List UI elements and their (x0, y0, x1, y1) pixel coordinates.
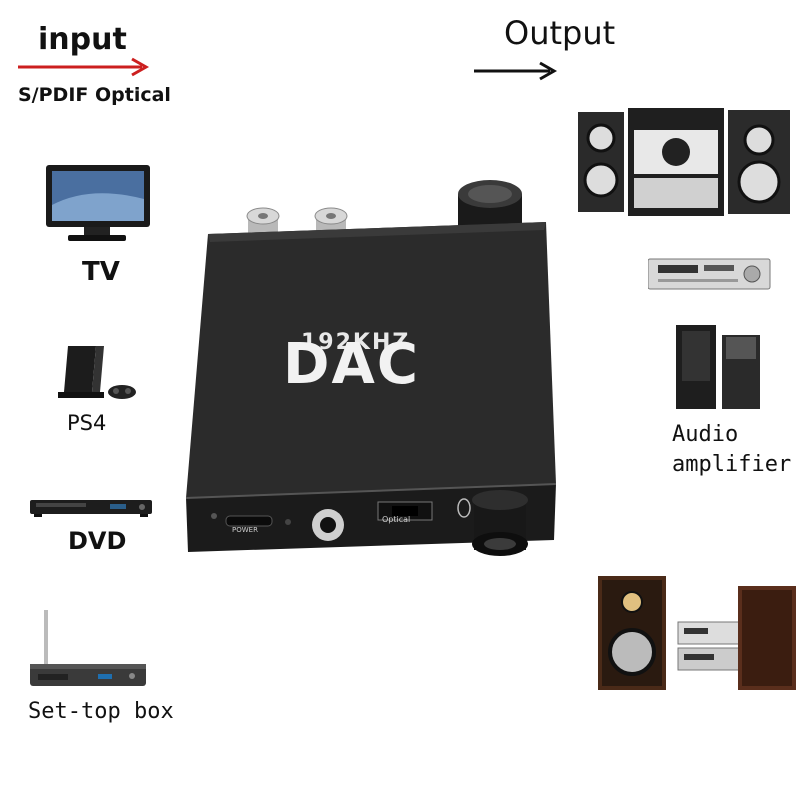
set-top-box-icon (30, 610, 146, 686)
dvd-player-icon (30, 500, 152, 517)
speaker-system-icon (578, 108, 790, 216)
amplifier-speakers-icon (676, 325, 760, 409)
dac-frequency-label: 192KHZ (301, 330, 411, 355)
input-subtitle: S/PDIF Optical (18, 84, 171, 106)
source-label-ps4: PS4 (67, 411, 107, 435)
source-label-set-top-box: Set-top box (28, 699, 174, 724)
dac-name-label: DAC (283, 332, 420, 397)
source-label-dvd: DVD (68, 527, 127, 555)
input-title: input (38, 22, 127, 57)
dac-power-label: POWER (232, 526, 258, 534)
output-arrow-icon (474, 61, 558, 81)
input-arrow-icon (18, 57, 150, 77)
av-receiver-icon (648, 258, 771, 290)
game-console-icon (58, 346, 136, 399)
dac-device (185, 180, 557, 556)
source-label-tv: TV (82, 257, 120, 287)
dac-optical-label: Optical (382, 515, 411, 524)
hifi-stereo-icon (598, 576, 796, 690)
output-title: Output (504, 14, 616, 52)
tv-icon (46, 165, 150, 241)
output-label-amplifier: amplifier (672, 452, 792, 477)
output-label-audio: Audio (672, 422, 739, 447)
